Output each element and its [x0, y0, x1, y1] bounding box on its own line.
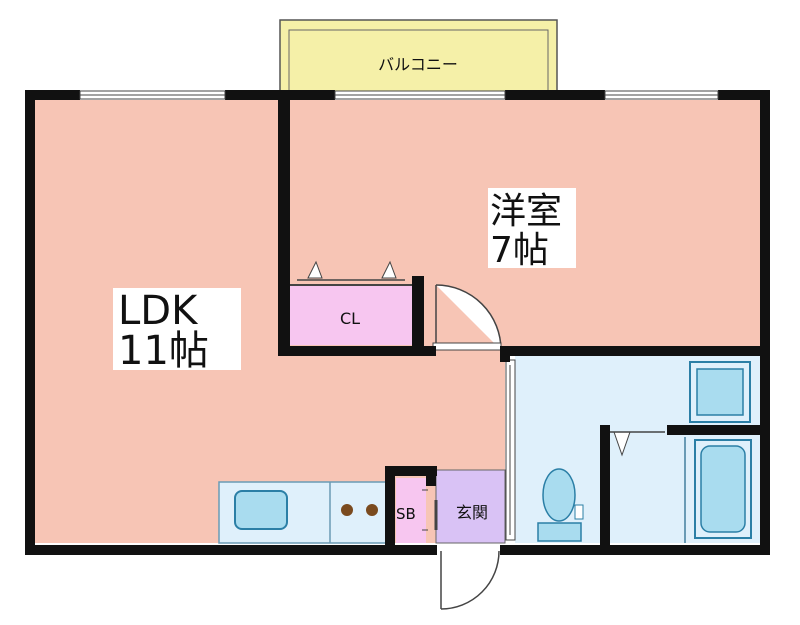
- ldk-room: [35, 100, 505, 543]
- western-size-label: 7帖: [490, 230, 549, 271]
- ldk-size-label: 11帖: [118, 328, 209, 374]
- toilet-tank: [537, 522, 582, 542]
- walls: [25, 90, 770, 555]
- door-entrance[interactable]: [440, 550, 500, 610]
- toilet-paper: [574, 504, 584, 520]
- sliding-door-wet-area[interactable]: [505, 359, 516, 541]
- toilet-bowl: [542, 468, 576, 522]
- entrance: [435, 469, 506, 544]
- stove-burner: [366, 504, 378, 516]
- closet-label: CL: [340, 309, 360, 328]
- balcony: [279, 19, 558, 96]
- shoe-box-label: SB: [396, 505, 416, 523]
- closet: [290, 285, 412, 345]
- balcony-label: バルコニー: [378, 55, 458, 74]
- western-name-label: 洋室: [490, 191, 562, 232]
- kitchen-sink: [234, 490, 288, 530]
- shoe-box: [396, 478, 426, 543]
- entrance-label: 玄関: [456, 503, 488, 522]
- stove-burner: [341, 504, 353, 516]
- ldk-name-label: LDK: [118, 288, 199, 334]
